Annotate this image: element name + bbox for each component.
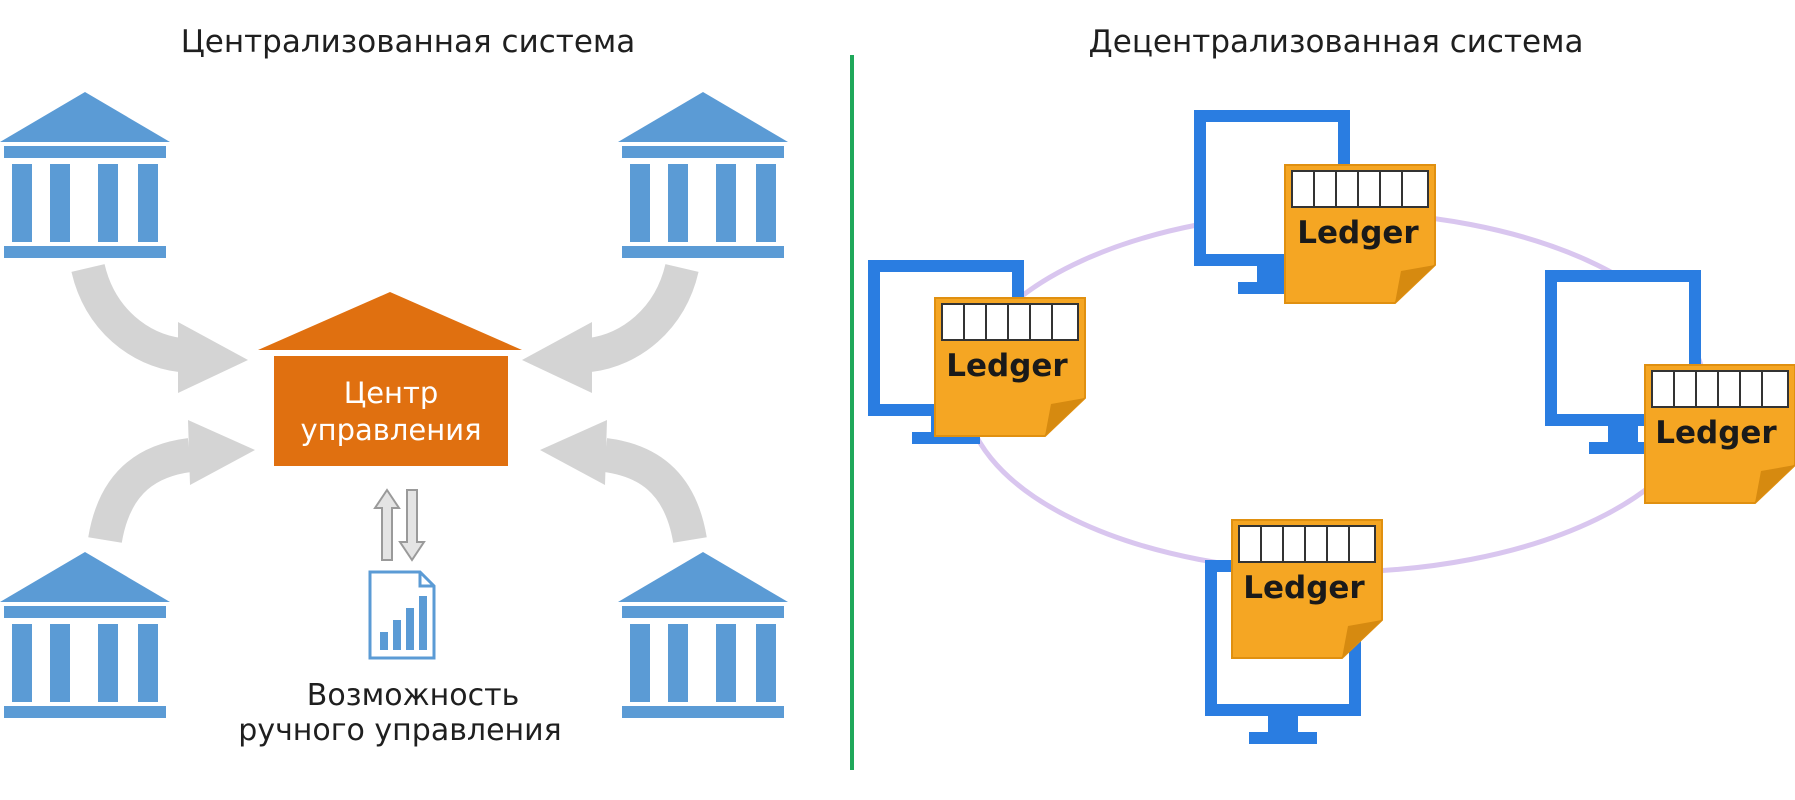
ledger-label: Ledger (1655, 415, 1777, 451)
bank-icon-bottom-right (618, 552, 788, 718)
control-center-roof (258, 292, 522, 350)
manual-control-label-line1: Возможность (307, 678, 520, 713)
node-left: Ledger (874, 266, 1086, 444)
control-center-body (274, 356, 508, 466)
control-center-label-line1: Центр (344, 376, 439, 410)
report-document-icon (368, 570, 436, 660)
bank-icon-top-left (0, 92, 170, 258)
bank-icon-top-right (618, 92, 788, 258)
arrow-head-bottom-left (188, 420, 255, 485)
control-center: Центр управления (258, 292, 522, 466)
arrow-top-left (71, 263, 183, 372)
arrow-top-right (587, 263, 699, 372)
arrow-head-top-right (522, 322, 592, 393)
node-top: Ledger (1200, 116, 1436, 304)
arrow-bottom-left (88, 438, 193, 544)
centralized-title: Централизованная система (181, 24, 636, 60)
bank-icon-bottom-left (0, 552, 170, 718)
arrow-head-bottom-right (540, 420, 607, 485)
arrows (71, 263, 707, 544)
ledger-label: Ledger (1243, 570, 1365, 606)
node-right: Ledger (1551, 276, 1795, 504)
arrow-heads (178, 322, 607, 485)
decentralized-title: Децентрализованная система (1089, 24, 1584, 60)
ledger-label: Ledger (1297, 215, 1419, 251)
manual-control-label-line2: ручного управления (238, 713, 561, 748)
arrow-head-top-left (178, 322, 248, 393)
node-bottom: Ledger (1211, 519, 1383, 744)
exchange-arrows (373, 488, 426, 562)
control-center-label-line2: управления (300, 413, 481, 447)
arrow-bottom-right (602, 438, 707, 544)
ledger-label: Ledger (946, 348, 1068, 384)
